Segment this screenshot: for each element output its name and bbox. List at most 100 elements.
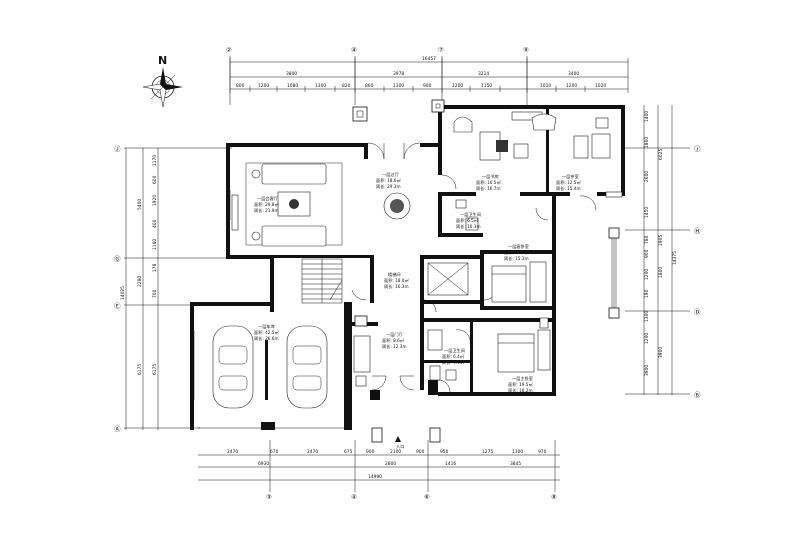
toilet-icon <box>455 199 467 209</box>
left-dim-mid: 6175 <box>137 364 143 375</box>
top-dim-total: 16457 <box>422 56 436 62</box>
entrance-label: 入口 <box>396 444 404 449</box>
compass-north-label: N <box>158 54 167 67</box>
room-perimeter-foyer: 周长: 29.3m <box>376 183 401 190</box>
top-dim-detail: 1200 <box>258 83 269 89</box>
right-dim-detail: 1300 <box>644 311 650 322</box>
room-perimeter-bath2: 周长: 9.4m <box>442 359 464 366</box>
top-dim-detail: 1150 <box>481 83 492 89</box>
right-dimensions: Ⓙ Ⓗ Ⓓ Ⓑ 14375 6025 1905 1800 3900 1400 1… <box>625 105 701 399</box>
room-area-stair: 面积: 18.0㎡ <box>384 277 409 284</box>
room-area-foyer: 面积: 18.6㎡ <box>376 177 401 184</box>
bottom-dim-mid: 2800 <box>385 461 396 467</box>
bottom-dim-detail: 2100 <box>390 449 401 455</box>
right-dim-detail: 1450 <box>644 207 650 218</box>
grid-label-bottom: ④ <box>351 493 357 501</box>
master-wardrobe <box>537 329 551 371</box>
left-dim-detail: 700 <box>152 289 158 298</box>
top-dim-detail: 1200 <box>452 83 463 89</box>
top-dim-detail: 1300 <box>393 83 404 89</box>
room-name-living: 一层会客厅 <box>257 195 278 202</box>
grid-label-left: Ⓙ <box>114 145 121 153</box>
room-perimeter-master: 周长: 18.2m <box>508 387 533 394</box>
right-dim-detail: 1400 <box>644 111 650 122</box>
car-left <box>212 325 254 409</box>
sofa-top <box>261 163 327 185</box>
left-dim-detail: 178 <box>152 263 158 272</box>
grid-label-left: Ⓐ <box>114 425 121 433</box>
room-perimeter-wc: 周长: 10.3m <box>456 223 481 230</box>
top-dim-mid: 3800 <box>286 71 297 77</box>
room-name-tea: 一层茶室 <box>562 173 579 180</box>
bottom-dim-detail: 950 <box>440 449 449 455</box>
room-name-study: 一层书房 <box>482 173 499 180</box>
grid-label-top: ⑦ <box>438 46 444 54</box>
tv-cabinet <box>231 194 239 231</box>
bottom-dim-detail: 2470 <box>227 449 238 455</box>
room-area-bath2: 面积: 6.4㎡ <box>442 353 465 360</box>
bottom-dim-detail: 900 <box>366 449 375 455</box>
shoe-cabinet <box>353 335 371 373</box>
bottom-dimensions: 2470 670 2470 675 900 2100 900 950 1275 … <box>198 440 560 501</box>
room-perimeter-stair: 周长: 16.3m <box>384 283 409 290</box>
grid-label-top: ④ <box>351 46 357 54</box>
room-perimeter-bedroom: 周长: 15.3m <box>504 255 529 262</box>
room-area-wc: 面积: 6.5㎡ <box>456 217 479 224</box>
bottom-dim-detail: 900 <box>416 449 425 455</box>
left-dim-total: 14025 <box>120 286 126 300</box>
grid-label-right: Ⓓ <box>694 308 701 316</box>
right-dim-detail: 1200 <box>644 269 650 280</box>
grid-label-right: Ⓑ <box>694 391 701 399</box>
compass: N <box>142 54 183 108</box>
right-dim-total: 14375 <box>672 251 678 265</box>
grid-label-top: ⑨ <box>523 46 529 54</box>
room-name-bedroom: 一层客卧室 <box>508 243 529 250</box>
left-dim-detail: 600 <box>152 175 158 184</box>
top-dim-detail: 1080 <box>287 83 298 89</box>
grid-label-right: Ⓙ <box>694 145 701 153</box>
left-dimensions: Ⓙ Ⓖ Ⓔ Ⓐ 14025 5400 2280 6175 1170 600 19… <box>114 145 232 433</box>
room-perimeter-garage: 周长: 26.6m <box>254 335 279 342</box>
room-area-tea: 面积: 12.5㎡ <box>556 179 581 186</box>
right-dim-mid: 3900 <box>658 347 664 358</box>
top-dim-detail: 900 <box>423 83 432 89</box>
top-dim-mid: 3214 <box>478 71 489 77</box>
room-area-master: 面积: 19.5㎡ <box>508 381 533 388</box>
left-dim-detail: 1170 <box>152 155 158 166</box>
car-right <box>286 325 328 409</box>
sink-icon <box>429 365 441 381</box>
master-bed <box>497 333 535 373</box>
room-name-master: 一层主卧室 <box>512 375 533 382</box>
bottom-dim-mid: 1416 <box>445 461 456 467</box>
plant-icon <box>289 199 299 209</box>
walls <box>190 105 625 430</box>
grid-label-top: ② <box>226 46 232 54</box>
top-dim-detail: 1200 <box>566 83 577 89</box>
tea-table <box>573 135 589 159</box>
room-name-stair: 楼梯间 <box>388 271 401 278</box>
right-dim-mid: 1905 <box>658 235 664 246</box>
right-dim-detail: 1200 <box>644 333 650 344</box>
top-dim-detail: 800 <box>236 83 245 89</box>
doors <box>351 142 597 393</box>
left-dim-detail: 1160 <box>152 239 158 250</box>
room-perimeter-tea: 周长: 15.4m <box>556 185 581 192</box>
left-dim-mid: 5400 <box>137 199 143 210</box>
bottom-dim-mid: 3845 <box>510 461 521 467</box>
top-dimensions: 16457 3800 3978 3214 3400 800 1200 1080 … <box>226 46 629 105</box>
room-perimeter-entry: 周长: 12.3m <box>382 343 407 350</box>
wardrobe <box>529 261 547 303</box>
sofa-bottom <box>261 225 327 247</box>
room-name-foyer: 一层过厅 <box>382 171 399 178</box>
compass-east-needle <box>163 84 183 90</box>
grid-label-bottom: ⑧ <box>551 493 557 501</box>
tea-armchair <box>531 113 557 131</box>
sink-icon <box>465 217 479 231</box>
right-dim-detail: 1800 <box>644 137 650 148</box>
top-dim-detail: 820 <box>342 83 351 89</box>
bottom-dim-detail: 670 <box>270 449 279 455</box>
grid-label-left: Ⓖ <box>114 255 121 263</box>
top-dim-detail: 1010 <box>540 83 551 89</box>
room-perimeter-living: 周长: 21.9m <box>254 207 279 214</box>
right-dim-mid: 6025 <box>658 149 664 160</box>
